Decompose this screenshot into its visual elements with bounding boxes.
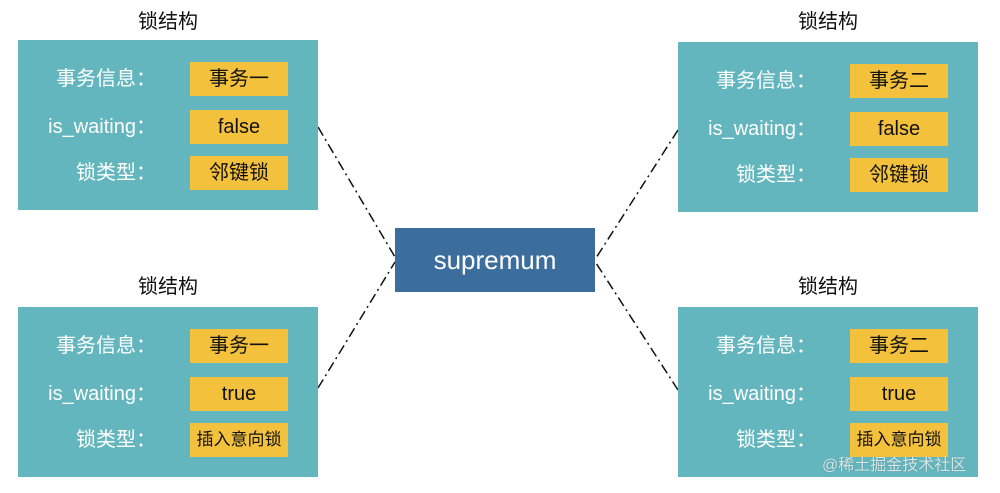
transaction-info-label: 事务信息： — [716, 335, 816, 357]
lock-title-bottom-right: 锁结构 — [798, 276, 858, 298]
is-waiting-value: false — [190, 110, 288, 144]
is-waiting-label: is_waiting： — [708, 383, 816, 405]
lock-title-top-left: 锁结构 — [138, 11, 198, 33]
lock-type-label: 锁类型： — [76, 162, 156, 184]
transaction-info-label: 事务信息： — [716, 70, 816, 92]
lock-type-label: 锁类型： — [736, 429, 816, 451]
is-waiting-value: true — [190, 377, 288, 411]
lock-title-top-right: 锁结构 — [798, 11, 858, 33]
lock-structure-top-right: 事务信息： 事务二 is_waiting： false 锁类型： 邻键锁 — [678, 42, 978, 212]
lock-structure-bottom-left: 事务信息： 事务一 is_waiting： true 锁类型： 插入意向锁 — [18, 307, 318, 477]
lock-structure-bottom-right: 事务信息： 事务二 is_waiting： true 锁类型： 插入意向锁 — [678, 307, 978, 477]
is-waiting-value: true — [850, 377, 948, 411]
is-waiting-label: is_waiting： — [48, 116, 156, 138]
connector-top-right — [595, 129, 679, 259]
lock-type-value: 插入意向锁 — [190, 423, 288, 457]
lock-type-value: 邻键锁 — [190, 156, 288, 190]
lock-title-bottom-left: 锁结构 — [138, 276, 198, 298]
transaction-info-value: 事务二 — [850, 64, 948, 98]
transaction-info-label: 事务信息： — [56, 335, 156, 357]
transaction-info-value: 事务二 — [850, 329, 948, 363]
transaction-info-label: 事务信息： — [56, 68, 156, 90]
is-waiting-label: is_waiting： — [708, 118, 816, 140]
is-waiting-label: is_waiting： — [48, 383, 156, 405]
connector-top-left — [317, 126, 396, 258]
connector-bottom-right — [595, 262, 679, 391]
watermark: @稀土掘金技术社区 — [822, 457, 967, 474]
lock-type-label: 锁类型： — [736, 164, 816, 186]
connector-bottom-left — [317, 261, 396, 389]
lock-structure-top-left: 事务信息： 事务一 is_waiting： false 锁类型： 邻键锁 — [18, 40, 318, 210]
lock-type-value: 插入意向锁 — [850, 423, 948, 457]
supremum-record: supremum — [395, 228, 595, 292]
lock-type-label: 锁类型： — [76, 429, 156, 451]
is-waiting-value: false — [850, 112, 948, 146]
transaction-info-value: 事务一 — [190, 62, 288, 96]
lock-type-value: 邻键锁 — [850, 158, 948, 192]
transaction-info-value: 事务一 — [190, 329, 288, 363]
